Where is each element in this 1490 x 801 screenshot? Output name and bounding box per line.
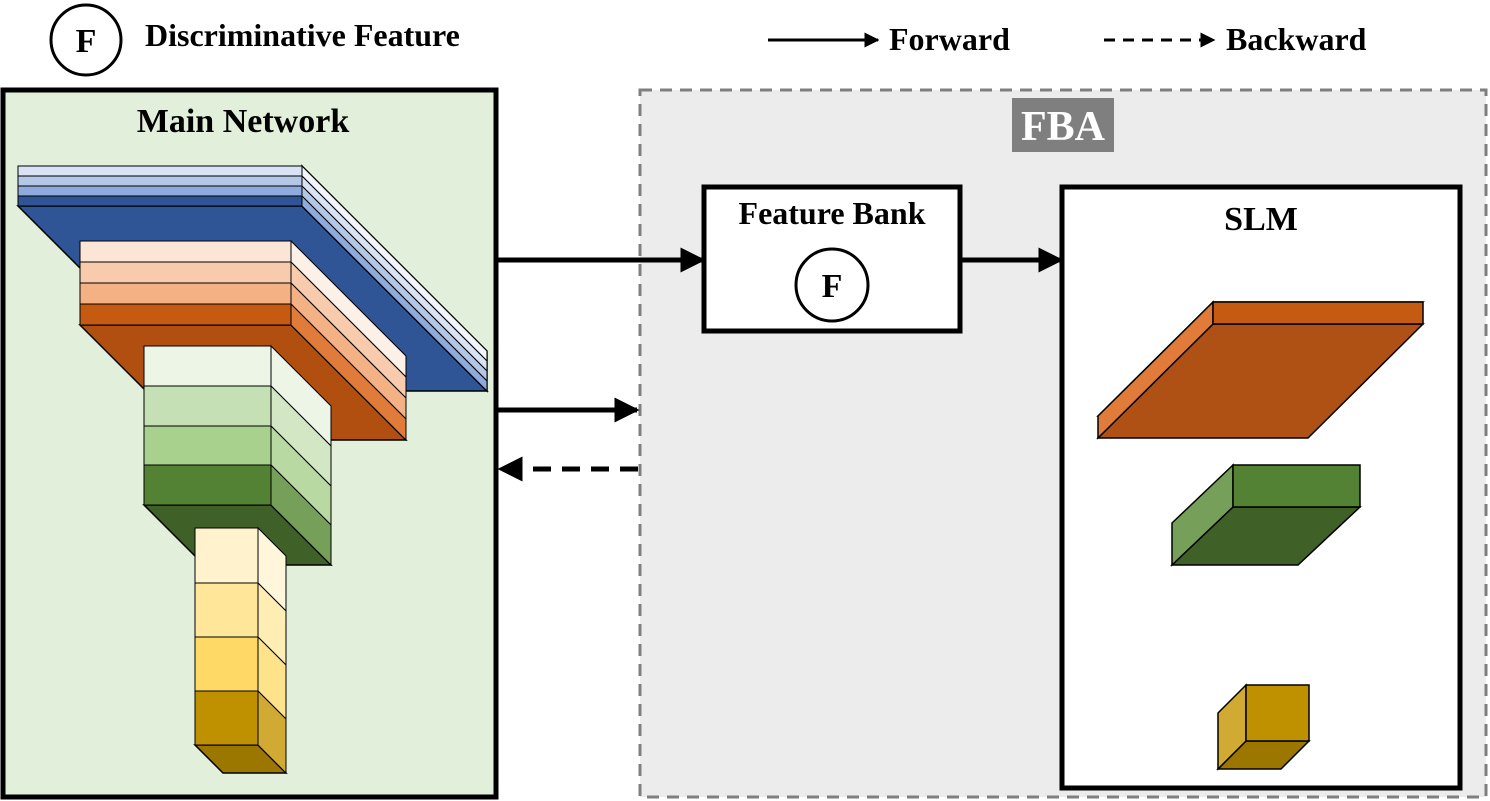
slm-orange-block (1096, 300, 1425, 440)
forward-legend-label: Forward (889, 21, 1010, 57)
orange-front-layer-1 (79, 240, 292, 263)
green-front-layer-1 (143, 345, 272, 387)
main-network-panel: Main Network (0, 87, 499, 800)
yellow-feature-block (193, 526, 288, 775)
fba-panel: FBA Feature Bank F SLM (638, 88, 1488, 799)
yellow-front-layer-4 (194, 690, 259, 746)
slm-green-front (1232, 464, 1361, 508)
slm-orange-front (1212, 301, 1424, 325)
slm: SLM (1059, 184, 1463, 791)
slm-yellow-block (1216, 683, 1311, 771)
feature-bank: Feature Bank F (701, 184, 963, 334)
orange-front-layer-3 (79, 282, 292, 305)
feature-bank-feature-symbol: F (822, 268, 843, 305)
yellow-front-layer-2 (194, 582, 259, 638)
legend: F Discriminative Feature Forward Backwar… (49, 3, 1367, 77)
feature-legend-label: Discriminative Feature (145, 17, 460, 53)
blue-front-layer-1 (17, 165, 303, 177)
green-front-layer-4 (143, 464, 272, 506)
slm-green-block (1170, 463, 1362, 567)
blue-front-layer-3 (17, 185, 303, 197)
fba-badge (1012, 98, 1114, 152)
fba-badge-label: FBA (1021, 104, 1106, 150)
blue-front-layer-2 (17, 175, 303, 187)
yellow-front-layer-3 (194, 636, 259, 692)
green-front-layer-3 (143, 425, 272, 466)
feature-bank-title: Feature Bank (739, 195, 926, 231)
feature-legend-symbol: F (76, 23, 97, 60)
main-network-title: Main Network (137, 103, 350, 140)
slm-yellow-front (1245, 684, 1310, 742)
orange-front-layer-4 (79, 303, 292, 326)
connections (497, 247, 1064, 482)
orange-front-layer-2 (79, 261, 292, 284)
slm-title: SLM (1224, 201, 1298, 238)
yellow-front-layer-1 (194, 527, 259, 584)
green-front-layer-2 (143, 385, 272, 427)
backward-legend-label: Backward (1226, 21, 1367, 57)
feature-bank-feature-circle (794, 247, 870, 323)
blue-front-layer-4 (17, 195, 303, 207)
feature-legend-circle (49, 3, 123, 77)
